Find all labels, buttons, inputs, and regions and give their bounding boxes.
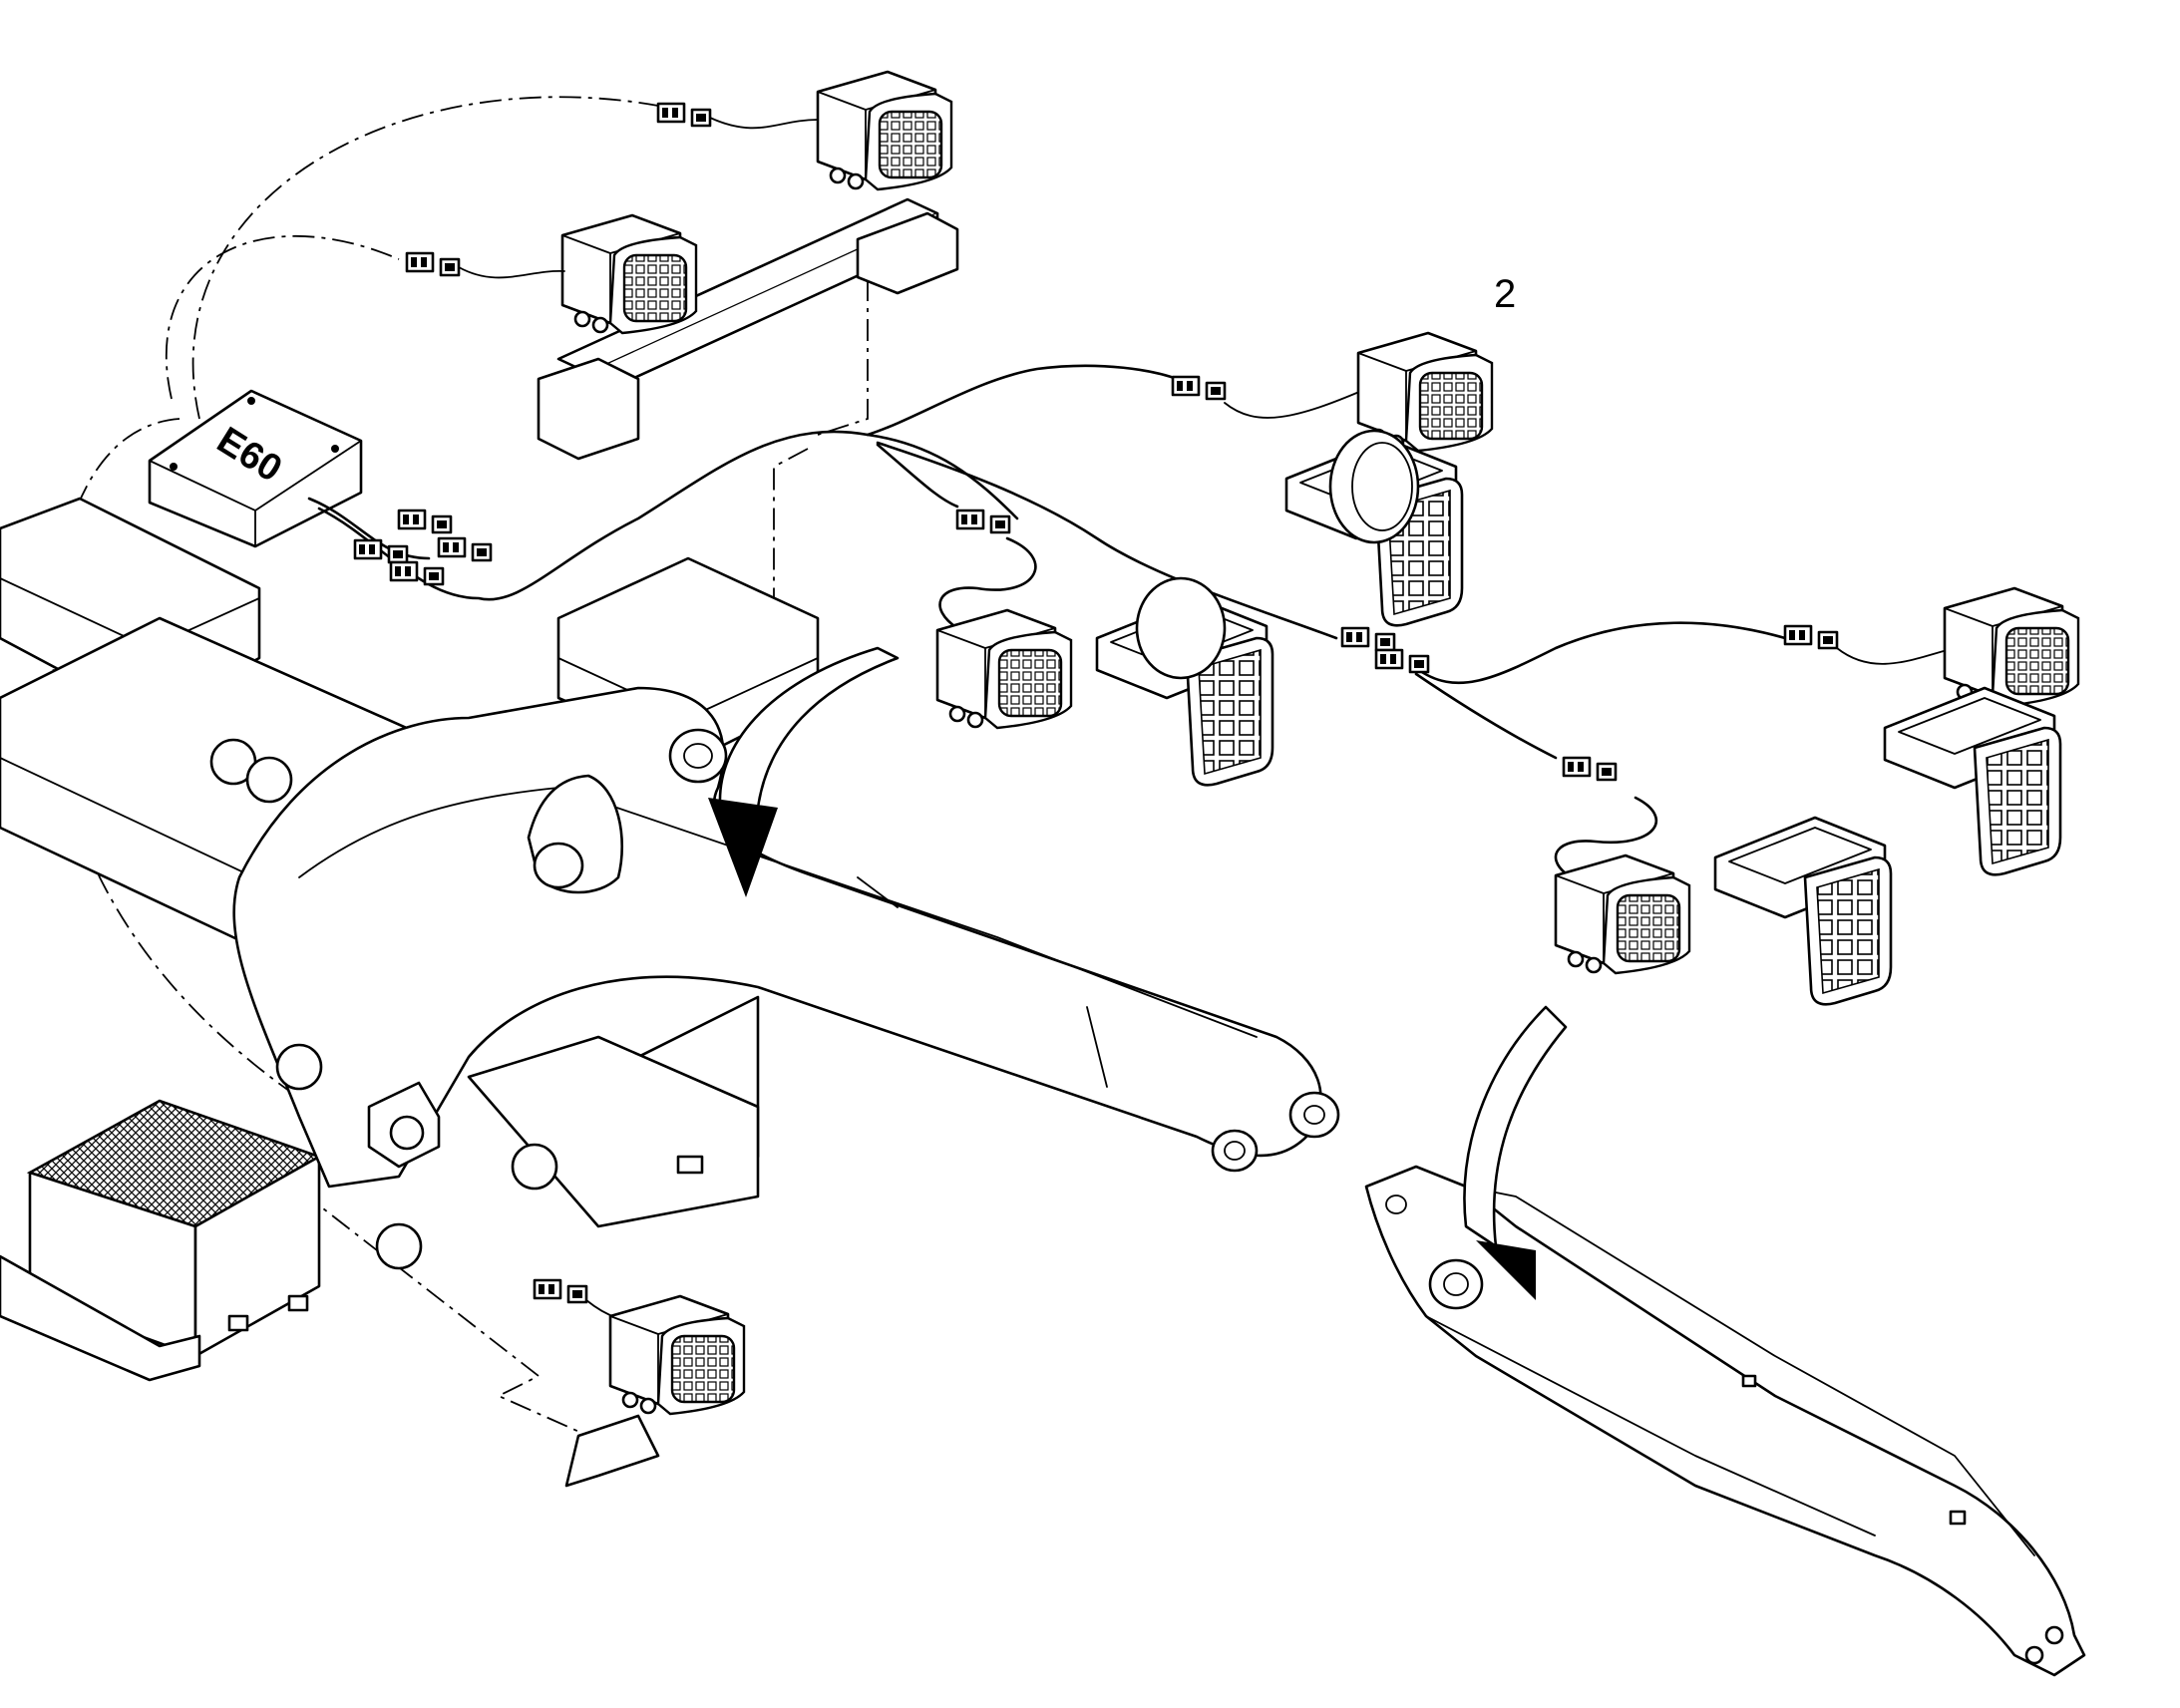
- connector-upper-right: [656, 102, 712, 128]
- lamp-guard-5: [1713, 816, 1893, 1006]
- connector-junction-b: [1374, 648, 1430, 674]
- lamp-6-bracket: [564, 1414, 660, 1488]
- excavator-arm: [1364, 1165, 2086, 1677]
- work-lamp-4: [1943, 586, 2080, 708]
- connector-lamp-5: [1562, 756, 1618, 782]
- connector-lamp-2: [1171, 375, 1227, 401]
- connector-lamp-3: [955, 509, 1011, 534]
- connector-lamp-4: [1783, 624, 1839, 650]
- lamp-guard-4: [1883, 686, 2062, 876]
- connector-junction: [1340, 626, 1396, 652]
- control-box-e60: E60: [148, 389, 363, 548]
- work-lamp-upper-left: [560, 213, 698, 335]
- connector-e60-d: [389, 560, 445, 586]
- battery-box: [0, 1099, 323, 1382]
- lamp-guard-2: [1284, 429, 1464, 627]
- work-lamp-3: [935, 608, 1073, 730]
- arm-rotation-arrow-icon: [1463, 1005, 1568, 1300]
- connector-e60-a: [397, 509, 453, 534]
- connector-lamp-6: [533, 1278, 588, 1304]
- connector-upper-left: [405, 251, 461, 277]
- lamp-guard-3: [1095, 576, 1274, 787]
- work-lamp-6: [608, 1294, 746, 1416]
- connector-e60-c: [437, 536, 493, 562]
- rotation-arrow-icon: [708, 646, 900, 897]
- callout-number: 2: [1494, 272, 1516, 316]
- excavator-boom: [232, 686, 1340, 1270]
- main-wiring-harness: [307, 364, 1787, 760]
- connector-e60-b: [353, 538, 409, 564]
- work-lamp-upper-right: [816, 70, 953, 191]
- work-lamp-5: [1554, 854, 1691, 975]
